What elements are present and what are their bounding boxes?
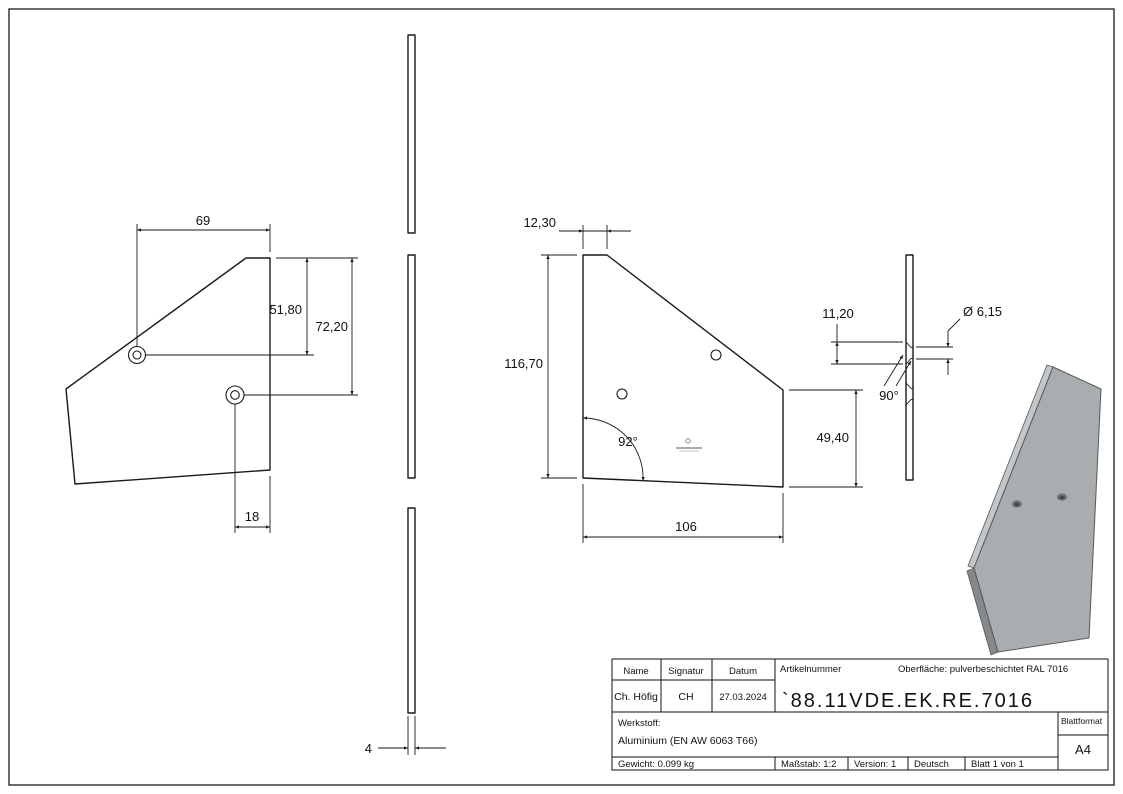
value-signatur: CH	[678, 691, 693, 703]
version: Version: 1	[854, 759, 896, 770]
side-view-annotation-lines	[831, 318, 961, 387]
header-signatur: Signatur	[668, 666, 703, 677]
value-datum: 27.03.2024	[719, 692, 767, 703]
edge-strip-bottom	[407, 507, 416, 714]
title-block-grid	[611, 658, 1109, 771]
front-view-outline	[65, 257, 271, 485]
iso-main-face	[973, 366, 1102, 653]
thickness-dimension-lines	[378, 716, 446, 755]
dim-49-40: 49,40	[816, 430, 849, 445]
edge-strip-middle	[407, 254, 416, 479]
header-datum: Datum	[729, 666, 757, 677]
manufacturer-stamp-icon	[676, 438, 702, 452]
hole-1-bore	[132, 350, 142, 360]
side-view-strip	[905, 254, 914, 481]
iso-hole-2-bore	[1059, 495, 1065, 500]
dim-12-30: 12,30	[523, 215, 556, 230]
iso-view	[966, 364, 1102, 656]
front-view-dimension-lines	[136, 224, 358, 533]
dim-angle-90: 90°	[879, 388, 899, 403]
dim-csk-11-20: 11,20	[822, 306, 854, 321]
sheet-count: Blatt 1 von 1	[971, 759, 1024, 770]
value-name: Ch. Höfig	[614, 691, 658, 703]
hole-1-back	[616, 388, 628, 400]
iso-hole-1-bore	[1014, 502, 1020, 507]
dim-106: 106	[675, 519, 697, 534]
front-view	[65, 257, 271, 485]
dim-dia-6-15: Ø 6,15	[963, 304, 1002, 319]
dim-72-20: 72,20	[315, 319, 348, 334]
sheet-format-label: Blattformat	[1061, 716, 1103, 726]
side-view	[905, 254, 914, 481]
scale: Maßstab: 1:2	[781, 759, 836, 770]
surface-finish: Oberfläche: pulverbeschichtet RAL 7016	[898, 664, 1068, 675]
edge-strip-top	[407, 34, 416, 234]
material-label: Werkstoff:	[618, 718, 660, 729]
article-number: `88.11VDE.EK.RE.7016	[782, 690, 1034, 712]
mid-view-dimension-lines	[541, 225, 863, 543]
dim-thickness-4: 4	[365, 741, 372, 756]
title-block: Name Signatur Datum Artikelnummer Oberfl…	[611, 658, 1109, 771]
hole-2-back	[710, 349, 722, 361]
weight: Gewicht: 0.099 kg	[618, 759, 694, 770]
dim-18: 18	[245, 509, 259, 524]
language: Deutsch	[914, 759, 949, 770]
iso-holes	[1012, 493, 1067, 508]
header-artikelnummer: Artikelnummer	[780, 664, 841, 675]
mid-view	[582, 254, 784, 488]
dim-51-80: 51,80	[269, 302, 302, 317]
sheet-frame	[8, 8, 1115, 786]
dim-angle-92: 92°	[618, 434, 638, 449]
header-name: Name	[623, 666, 648, 677]
hole-2-bore	[230, 390, 240, 400]
sheet-format-value: A4	[1075, 742, 1091, 757]
material-value: Aluminium (EN AW 6063 T66)	[618, 735, 757, 747]
mid-view-outline	[582, 254, 784, 488]
dim-width-69: 69	[196, 213, 210, 228]
countersink-section-marks	[905, 341, 913, 406]
thickness-view	[407, 34, 416, 714]
dim-116-70: 116,70	[504, 356, 543, 371]
